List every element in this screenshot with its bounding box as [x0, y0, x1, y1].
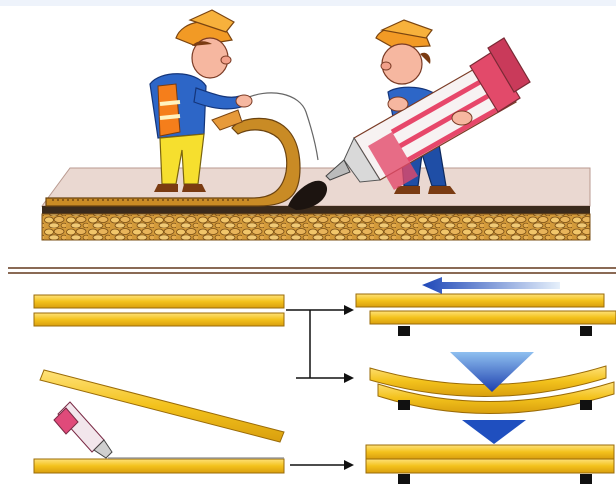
arrow-head-right: [344, 373, 354, 383]
support-right: [580, 474, 592, 484]
strips-glued-rigid: [365, 420, 615, 484]
support-right: [580, 400, 592, 410]
strip-top-bent: [369, 365, 607, 397]
support-left: [398, 400, 410, 410]
strip-top: [355, 293, 605, 308]
peeled-mat: [45, 117, 301, 207]
strip-top: [33, 294, 285, 309]
slide-arrow-left: [422, 277, 560, 294]
flow-arrow-bottom: [290, 460, 354, 470]
worker-left-figure: [149, 9, 253, 192]
strip-bottom-bent: [377, 381, 615, 414]
glue-tube-icon: [325, 37, 531, 190]
section-divider: [8, 267, 616, 274]
flow-connector: [286, 305, 354, 383]
aggregate-base: [41, 213, 591, 241]
strip-tilted: [39, 369, 285, 443]
glue-puddle: [288, 180, 328, 210]
road-illustration: [0, 0, 616, 241]
support-left: [398, 326, 410, 336]
arrow-head-right: [344, 460, 354, 470]
support-left: [398, 474, 410, 484]
lift-line: [241, 92, 319, 161]
strip-bottom: [33, 312, 285, 327]
road-dark-layer: [42, 206, 590, 214]
small-glue-tube-icon: [53, 401, 113, 459]
strip-slides-left: [355, 277, 616, 336]
load-arrow-down: [450, 352, 534, 392]
strip-base: [33, 458, 285, 474]
top-faint-bar: [0, 0, 616, 6]
strip-tilted-with-glue: [33, 369, 285, 474]
support-right: [580, 326, 592, 336]
two-strips-separate: [33, 294, 285, 327]
strip-bottom: [369, 310, 616, 325]
load-arrow-down: [462, 420, 526, 444]
strip-bends-under-load: [369, 352, 615, 414]
arrow-head-right: [344, 305, 354, 315]
strip-bottom: [365, 458, 615, 474]
strip-top: [365, 444, 615, 460]
